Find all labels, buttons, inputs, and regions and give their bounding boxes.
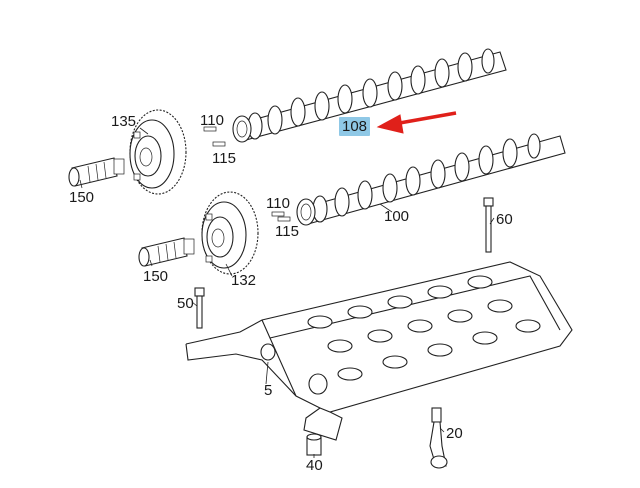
pin-110-lower[interactable]: [271, 211, 285, 217]
camshaft-108[interactable]: [232, 48, 507, 143]
callout-40: 40: [306, 457, 323, 474]
callout-20: 20: [446, 425, 463, 442]
camshaft-100[interactable]: [296, 133, 566, 226]
callout-110-upper: 110: [200, 112, 224, 129]
callout-5: 5: [264, 382, 273, 399]
leader-lines: [79, 127, 495, 458]
sleeve-40[interactable]: [306, 433, 322, 456]
bolt-60[interactable]: [483, 197, 494, 253]
callout-110-lower: 110: [266, 195, 290, 212]
solenoid-150-upper[interactable]: [68, 157, 125, 187]
camshaft-adjuster-132[interactable]: [201, 191, 259, 275]
solenoid-150-lower[interactable]: [138, 237, 195, 267]
callout-135: 135: [111, 113, 137, 130]
callout-132: 132: [231, 272, 257, 289]
callout-108-highlight: 108: [339, 117, 371, 136]
callout-115-lower: 115: [275, 223, 299, 240]
sensor-20[interactable]: [429, 407, 448, 469]
camshaft-adjuster-135[interactable]: [129, 109, 187, 195]
bolt-50[interactable]: [194, 287, 205, 329]
pointer-arrow: [376, 111, 457, 134]
cylinder-head-5[interactable]: [185, 261, 573, 441]
callout-100: 100: [384, 208, 410, 225]
pin-115-upper[interactable]: [212, 141, 226, 147]
pin-115-lower[interactable]: [277, 216, 291, 222]
pin-110-upper[interactable]: [203, 126, 217, 132]
callout-108: 108: [339, 117, 371, 136]
callout-150-upper: 150: [69, 189, 95, 206]
callout-60: 60: [496, 211, 513, 228]
callout-50: 50: [177, 295, 194, 312]
callout-115-upper: 115: [212, 150, 236, 167]
callout-150-lower: 150: [143, 268, 169, 285]
